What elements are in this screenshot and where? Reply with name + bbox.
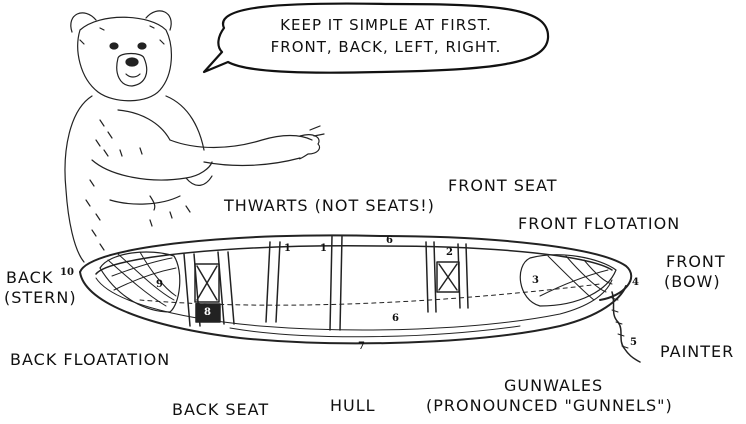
label-painter: PAINTER [660,342,735,361]
label-thwarts: THWARTS (NOT SEATS!) [224,196,435,215]
callout-5: 5 [630,337,637,348]
front-seat [425,241,469,313]
painter-rope [611,291,641,363]
label-back-seat: BACK SEAT [172,400,270,419]
canoe-outer-gunwale [79,234,633,301]
front-flotation [519,254,617,307]
callout-6a: 6 [386,235,393,246]
canoe-inner-gunwale [95,245,613,275]
speech-line-2: FRONT, BACK, LEFT, RIGHT. [270,38,502,56]
canoe [79,234,641,363]
label-hull: HULL [330,396,376,415]
keel-line [139,283,601,306]
callout-1b: 1 [320,243,327,254]
canoe-hull [79,271,627,345]
label-front-line1: FRONT [666,252,726,271]
callout-9: 9 [156,279,163,290]
label-gunwales-line2: (PRONOUNCED "GUNNELS") [426,396,673,415]
speech-bubble-text: KEEP IT SIMPLE AT FIRST. FRONT, BACK, LE… [226,14,546,58]
callout-3: 3 [532,275,539,286]
callout-10: 10 [60,267,74,278]
callout-1a: 1 [284,243,291,254]
speech-line-1: KEEP IT SIMPLE AT FIRST. [280,16,492,34]
label-back-line2: (STERN) [4,288,77,307]
callout-7: 7 [358,341,365,352]
callout-6b: 6 [392,313,399,324]
label-front-flotation: FRONT FLOTATION [518,214,681,233]
callout-2: 2 [446,247,453,258]
back-flotation [99,251,181,313]
back-seat [183,251,235,327]
label-gunwales-line1: GUNWALES [504,376,604,395]
thwarts [265,235,343,331]
label-front-line2: (BOW) [664,272,721,291]
speech-bubble [202,2,550,74]
callout-4: 4 [632,277,639,288]
callout-8: 8 [204,307,211,318]
label-back-floatation: BACK FLOATATION [10,350,171,369]
label-back-line1: BACK [6,268,54,287]
bear-illustration [64,10,325,263]
label-front-seat: FRONT SEAT [448,176,558,195]
